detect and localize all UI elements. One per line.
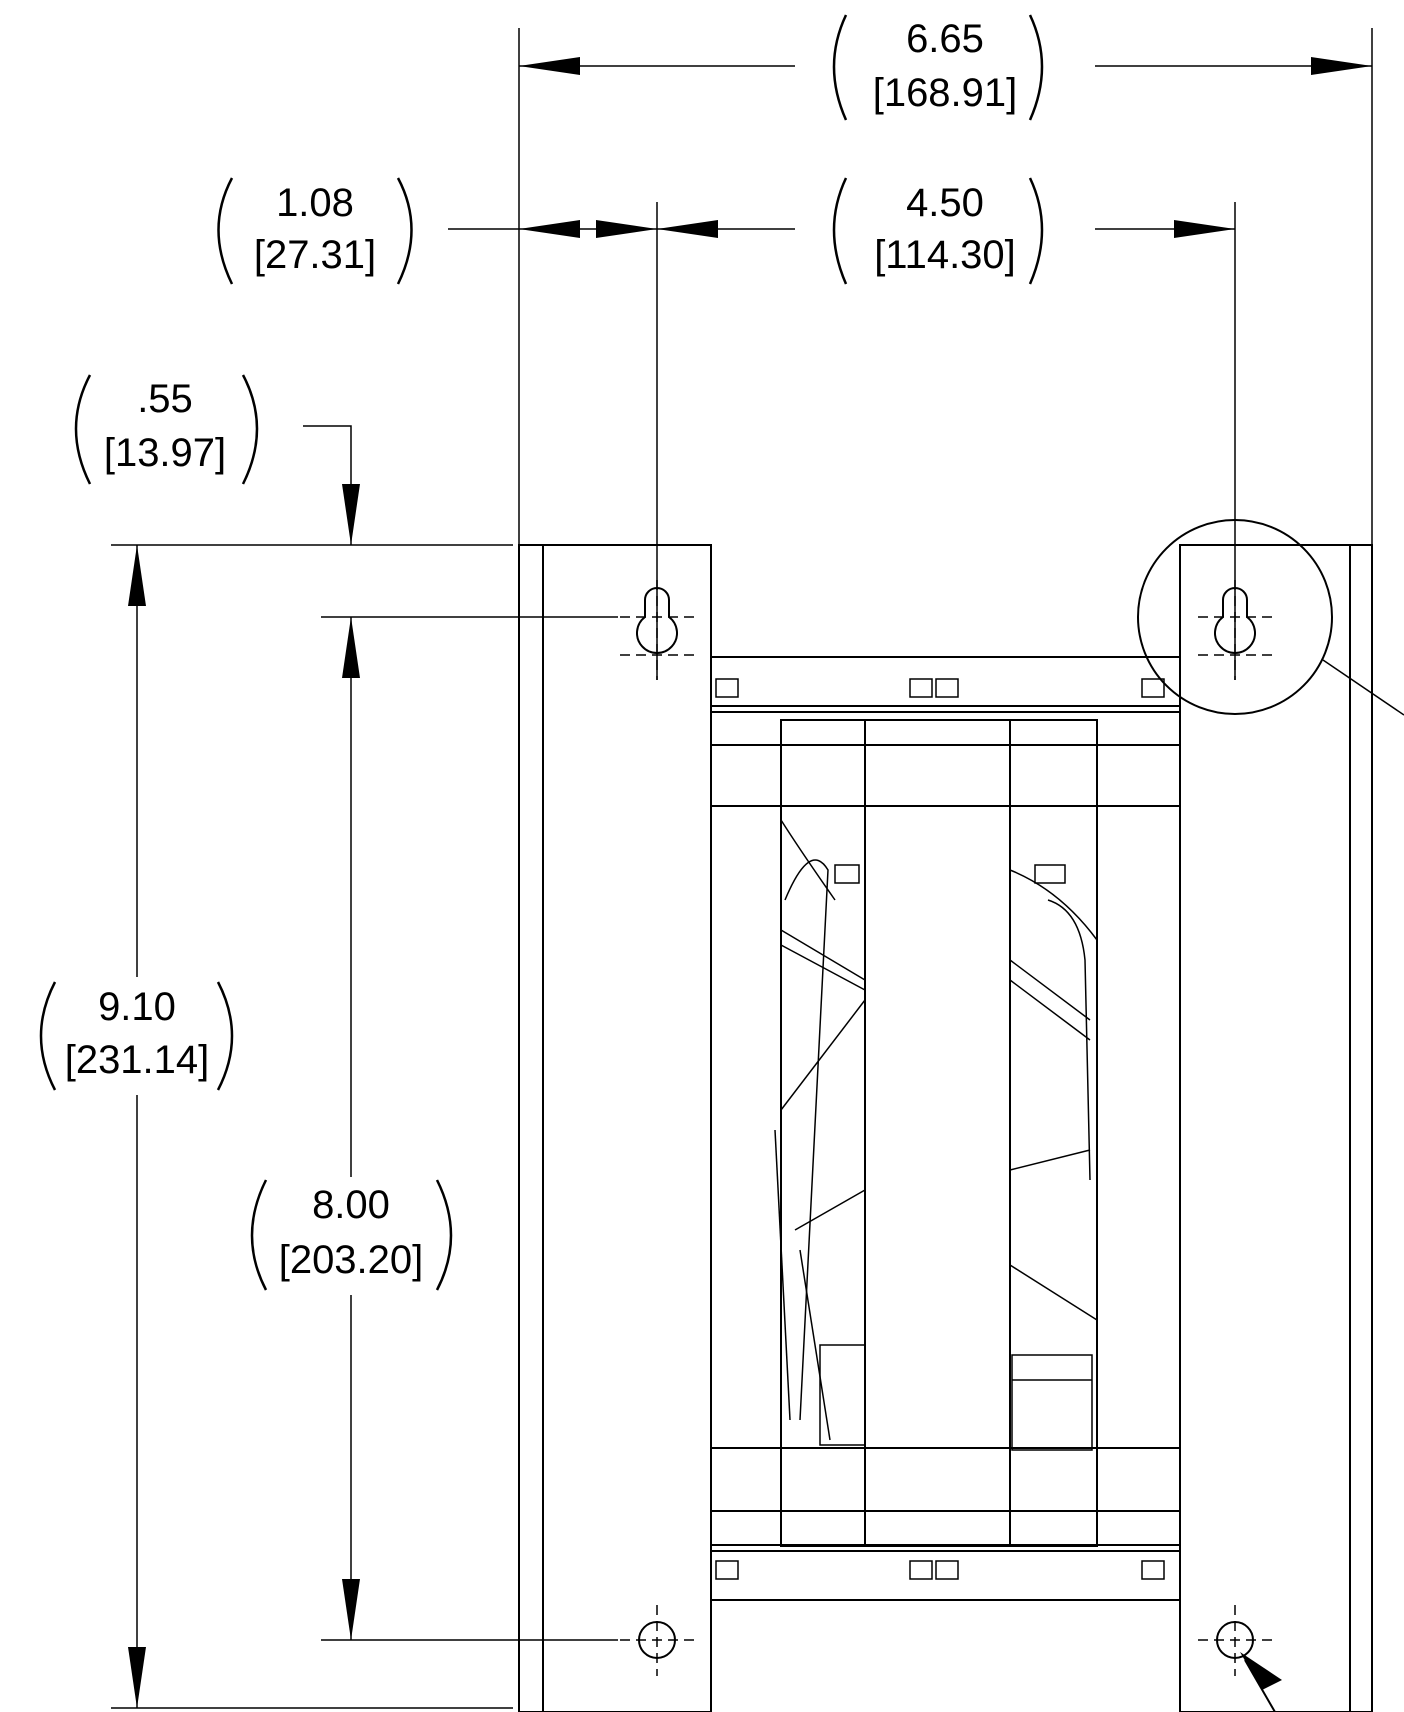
blade-line	[1009, 959, 1091, 1021]
paren-left	[250, 1179, 268, 1291]
detail-callout	[1137, 519, 1404, 716]
arrowhead	[519, 220, 580, 238]
blade-line	[780, 819, 836, 901]
connector	[1034, 864, 1066, 884]
dimension-hole-spacing-vertical: 8.00 [203.20]	[250, 616, 618, 1641]
detail-leader	[1322, 659, 1404, 716]
bolt-heads-bottom	[715, 1560, 1165, 1580]
dim-mm-text: [203.20]	[279, 1238, 424, 1282]
paren-right	[1028, 14, 1044, 121]
bolt-heads-top	[715, 678, 1165, 698]
connector	[834, 864, 860, 884]
detail-circle	[1137, 519, 1333, 715]
dim-mm-text: [13.97]	[104, 431, 226, 475]
hole-bottom-left	[620, 1605, 694, 1676]
blade-line	[780, 999, 866, 1111]
paren-left	[832, 177, 848, 285]
center-column	[864, 719, 1011, 1547]
arrowhead	[128, 1647, 146, 1708]
keyhole-top-left	[620, 580, 694, 680]
arrowhead	[342, 617, 360, 678]
paren-right	[216, 981, 234, 1091]
arrowhead	[342, 1579, 360, 1640]
paren-right	[241, 374, 259, 485]
dim-inch-text: 9.10	[98, 985, 176, 1029]
dim-inch-text: 4.50	[906, 181, 984, 225]
plate-outline	[518, 544, 712, 1712]
blade-line	[1009, 869, 1098, 941]
blade-line	[774, 1129, 791, 1421]
nut	[1141, 678, 1165, 698]
hub-block	[1011, 1354, 1093, 1451]
arrowhead	[1240, 1652, 1282, 1690]
paren-right	[396, 177, 413, 285]
nut	[909, 1560, 933, 1580]
nut	[909, 678, 933, 698]
paren-left	[832, 14, 848, 121]
fan-body	[711, 656, 1180, 1601]
keyhole-top-right	[1198, 580, 1272, 680]
dimension-overall-height: 9.10 [231.14]	[39, 544, 513, 1709]
arrowhead	[657, 220, 718, 238]
paren-left	[39, 981, 57, 1091]
dim-mm-text: [114.30]	[874, 233, 1016, 277]
paren-left	[217, 177, 234, 285]
blade-line	[1009, 1149, 1091, 1171]
right-mounting-plate	[1179, 544, 1373, 1712]
hub-block	[819, 1344, 866, 1446]
dimension-edge-to-hole: 1.08 [27.31]	[217, 177, 795, 680]
arrowhead	[342, 484, 360, 545]
post-left	[780, 719, 866, 1547]
blade-line	[1009, 1264, 1098, 1321]
arrowhead	[1174, 220, 1235, 238]
nut	[715, 678, 739, 698]
dim-inch-text: 8.00	[312, 1183, 390, 1227]
bottom-leader	[1240, 1652, 1282, 1712]
nut	[935, 1560, 959, 1580]
arrowhead	[596, 220, 657, 238]
dimension-top-to-hole: .55 [13.97]	[74, 374, 360, 545]
dim-mm-text: [168.91]	[873, 71, 1018, 115]
blade-line	[1009, 979, 1091, 1041]
blade-line	[794, 1189, 866, 1231]
post-right	[1009, 719, 1098, 1547]
dim-inch-text: 6.65	[906, 17, 984, 61]
dim-mm-text: [27.31]	[254, 233, 376, 277]
blade-line	[799, 1249, 831, 1441]
dim-mm-text: [231.14]	[65, 1038, 210, 1082]
nut	[715, 1560, 739, 1580]
nut	[1141, 1560, 1165, 1580]
nut	[935, 678, 959, 698]
paren-left	[74, 374, 92, 485]
dim-inch-text: .55	[137, 377, 193, 421]
arrowhead	[1311, 57, 1372, 75]
plate-outline	[1179, 544, 1373, 1712]
paren-right	[1028, 177, 1044, 285]
dim-inch-text: 1.08	[276, 181, 354, 225]
dimension-overall-width: 6.65 [168.91]	[518, 14, 1373, 548]
cable-line	[784, 859, 829, 1421]
arrowhead	[128, 545, 146, 606]
left-mounting-plate	[518, 544, 712, 1712]
dimension-hole-spacing-horizontal: 4.50 [114.30]	[832, 177, 1236, 680]
cable-line	[1047, 899, 1091, 1181]
arrowhead	[519, 57, 580, 75]
paren-right	[435, 1179, 453, 1291]
hole-bottom-right	[1198, 1605, 1272, 1676]
